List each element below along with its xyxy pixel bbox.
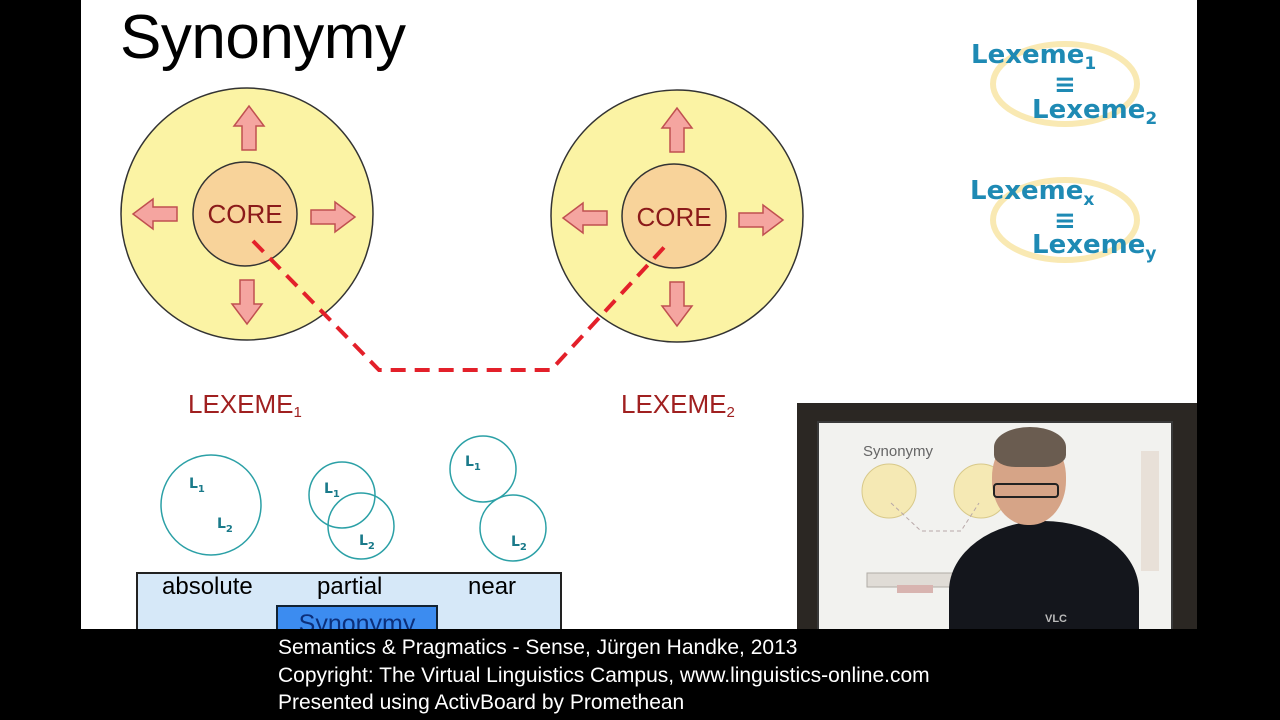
presenter-video: Synonymy VLC — [797, 403, 1197, 629]
presenter-shirt-logo: VLC — [1045, 613, 1067, 625]
venn-l1-label: L1 — [324, 481, 340, 500]
whiteboard-title: Synonymy — [863, 443, 934, 460]
slide-title: Synonymy — [120, 3, 406, 72]
highlight-swirl — [990, 41, 1140, 127]
venn-l2-label: L2 — [511, 534, 527, 553]
venn-partial: L1 L2 — [308, 461, 395, 560]
lexeme1-core-circle — [192, 161, 298, 267]
thumb-toolbar — [1141, 451, 1159, 571]
presenter-body — [949, 521, 1139, 629]
lexeme-diagram: CORE CORE L1 L2 L1 L2 L1 — [120, 41, 1140, 562]
venn-l1-label: L1 — [189, 476, 205, 495]
venn-near: L1 L2 — [449, 435, 547, 562]
highlight-swirl — [990, 177, 1140, 263]
venn-l2-label: L2 — [359, 533, 375, 552]
venn-circle — [449, 435, 517, 503]
equivalence2-symbol: ≡ — [1054, 206, 1076, 236]
lexeme2-core-circle — [621, 163, 727, 269]
synonymy-tag: Synonymy — [276, 605, 438, 629]
synonymy-near-label: near — [468, 573, 517, 600]
equivalence1-top: Lexeme1 — [971, 40, 1097, 74]
presenter-glasses — [993, 483, 1059, 498]
lexeme2-diagram: CORE — [550, 89, 804, 343]
thumb-tag — [897, 585, 933, 593]
synonymy-partial-label: partial — [317, 573, 383, 600]
synonymy-absolute-label: absolute — [162, 573, 253, 600]
lexeme1-label: LEXEME1 — [188, 389, 302, 421]
venn-circle — [160, 454, 262, 556]
venn-l1-label: L1 — [465, 454, 481, 473]
credit-line: Semantics & Pragmatics - Sense, Jürgen H… — [278, 636, 798, 659]
equivalence1-symbol: ≡ — [1054, 70, 1076, 100]
slide: Synonymy CORE CORE — [81, 0, 1197, 629]
video-credits: Semantics & Pragmatics - Sense, Jürgen H… — [278, 634, 930, 717]
venn-absolute: L1 L2 — [160, 454, 262, 556]
venn-circle — [308, 461, 376, 529]
equivalence2-bottom: Lexemey — [1032, 230, 1157, 264]
lexeme2-label: LEXEME2 — [621, 389, 735, 421]
presenter-hair — [994, 427, 1066, 467]
venn-l2-label: L2 — [217, 516, 233, 535]
venn-circle — [479, 494, 547, 562]
venn-circle — [327, 492, 395, 560]
lexeme1-core-label: CORE — [207, 199, 282, 229]
equivalence1-bottom: Lexeme2 — [1032, 95, 1158, 129]
lexeme1-diagram: CORE — [120, 87, 374, 341]
credit-line: Copyright: The Virtual Linguistics Campu… — [278, 663, 930, 687]
lexeme2-core-label: CORE — [636, 202, 711, 232]
credit-line: Presented using ActivBoard by Promethean — [278, 691, 685, 714]
core-connection-line — [251, 239, 671, 372]
thumb-circle — [861, 463, 917, 519]
equivalence2-top: Lexemex — [970, 176, 1095, 210]
